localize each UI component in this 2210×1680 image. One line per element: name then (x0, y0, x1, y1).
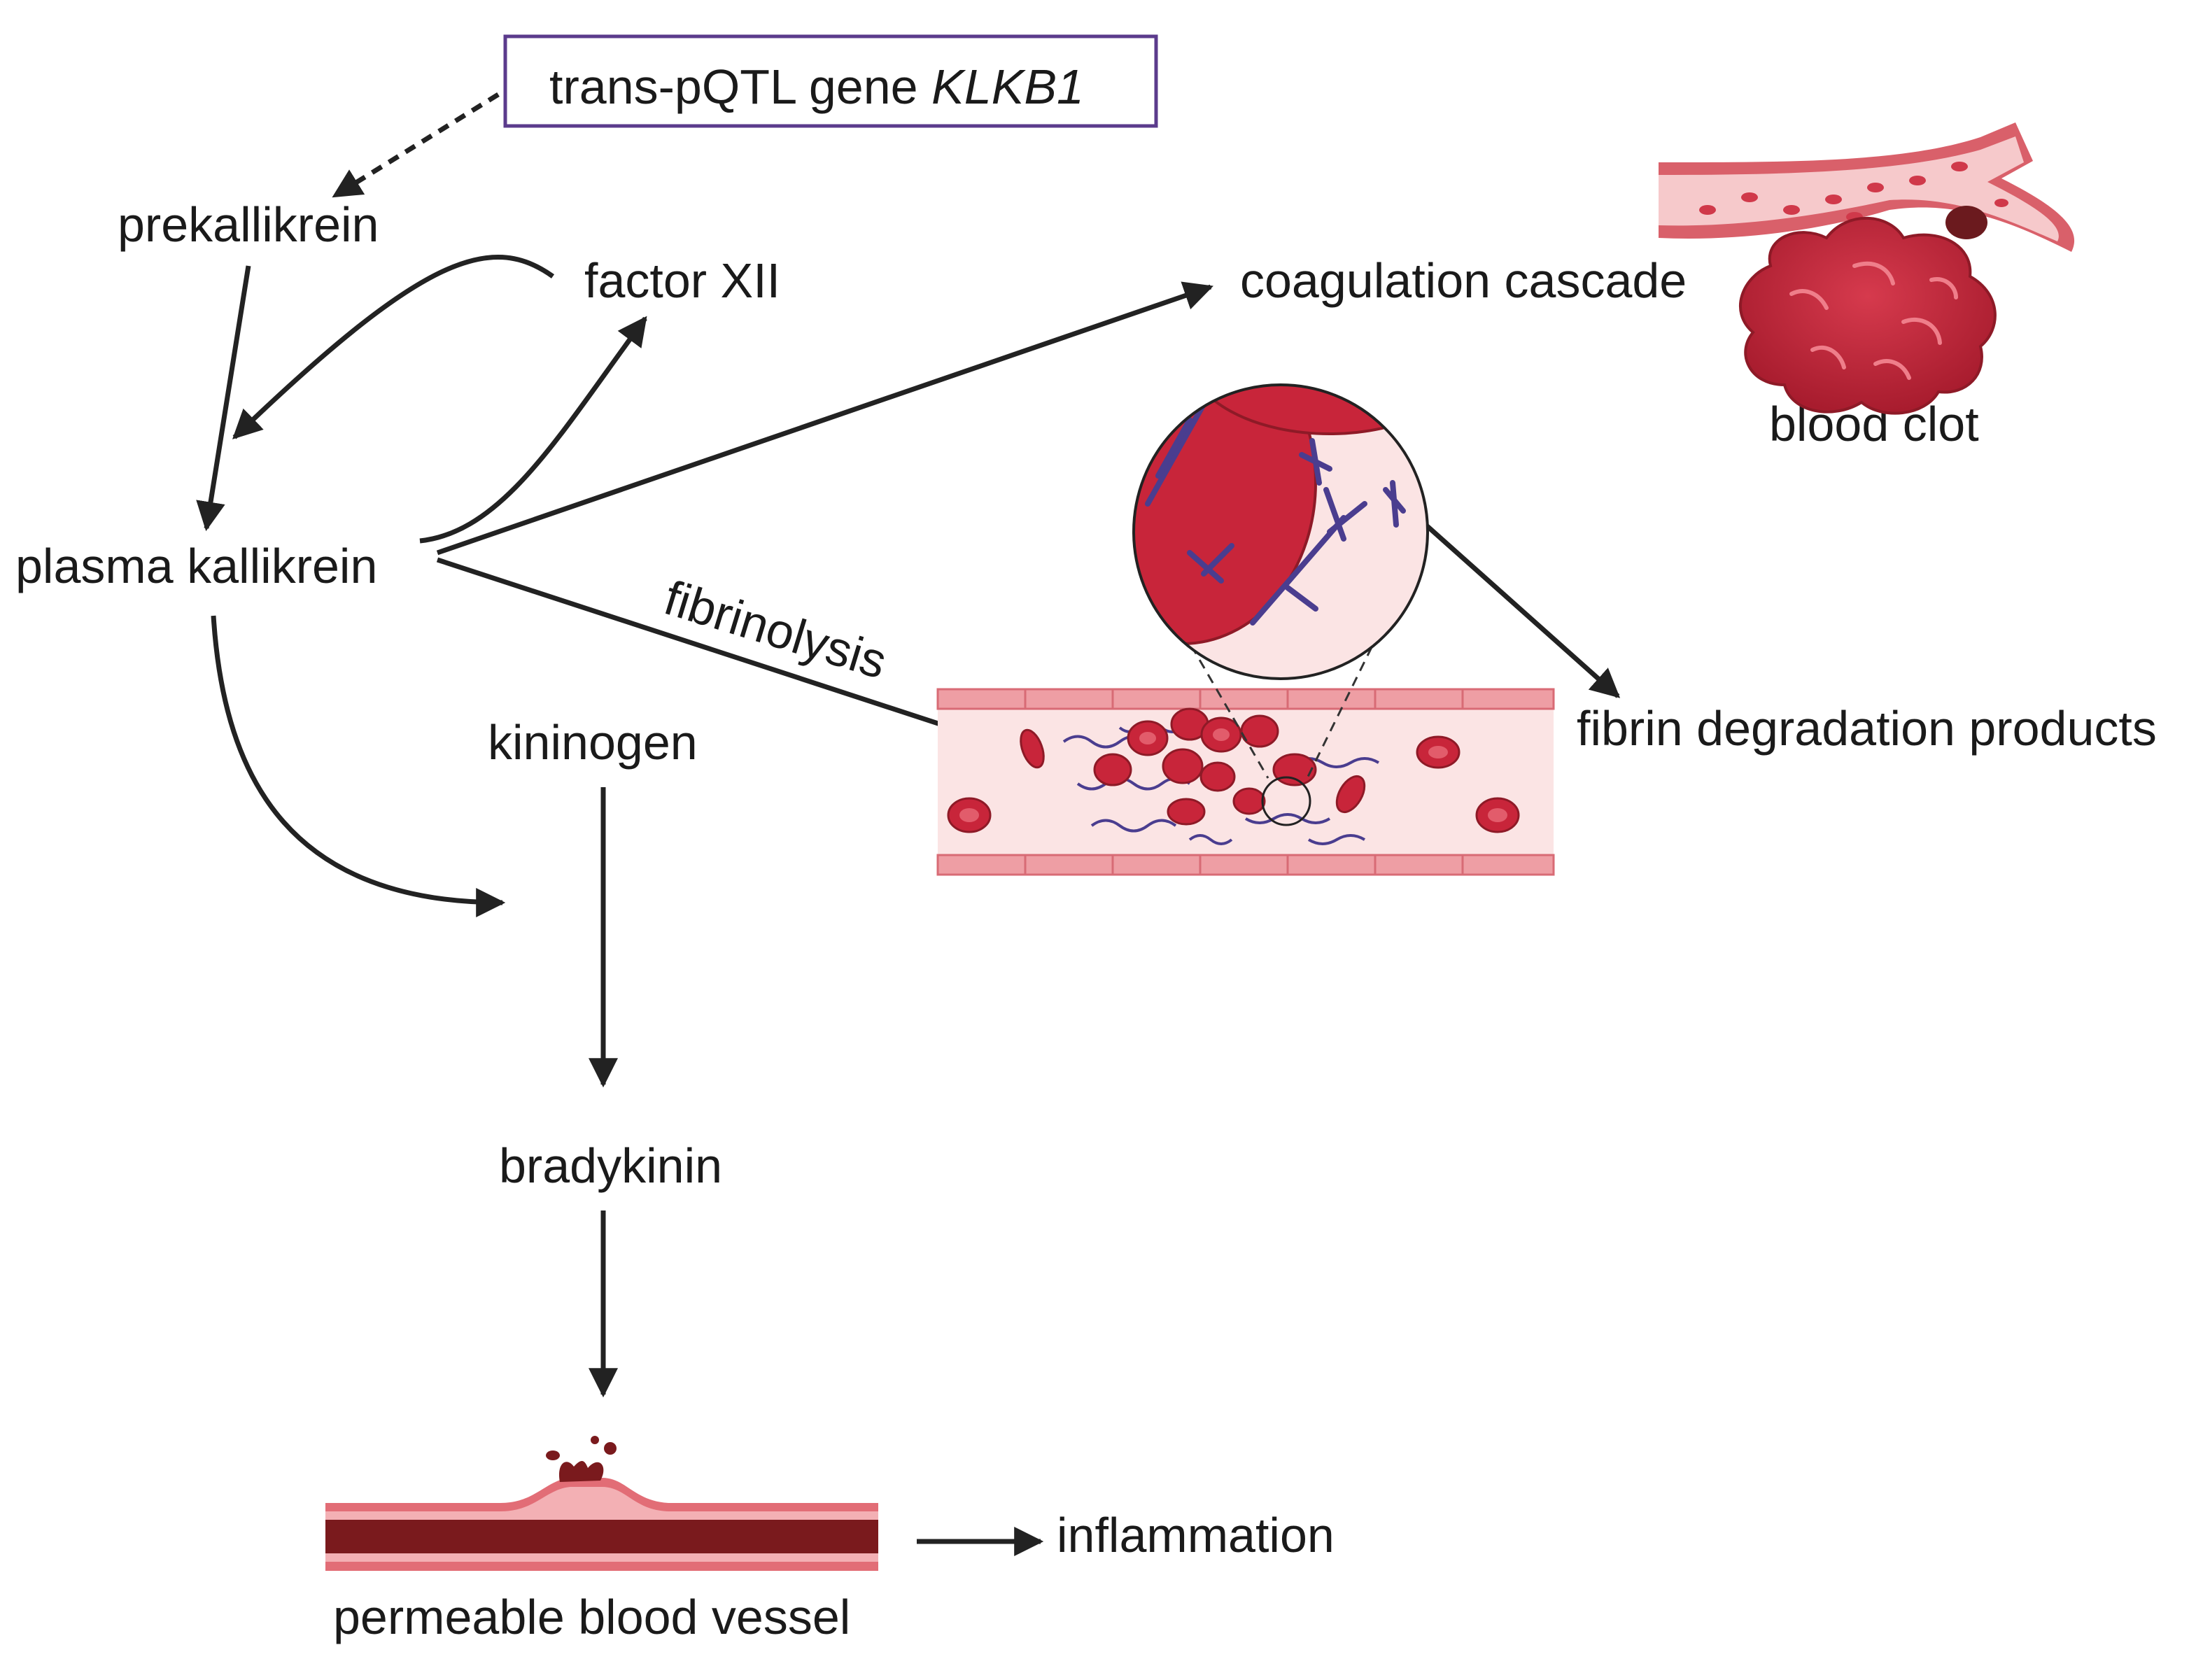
label-plasma-kallikrein: plasma kallikrein (15, 539, 377, 593)
label-factor-xii: factor XII (584, 253, 780, 308)
arrows (196, 92, 1621, 1556)
arrow-gene-to-prekallikrein (332, 92, 500, 198)
label-fibrin-degradation-products: fibrin degradation products (1577, 701, 2157, 756)
arrow-plasma-kallikrein-fibrinolysis (436, 557, 997, 748)
arrow-plasma-kallikrein-to-coagulation (436, 281, 1213, 556)
permeable-vessel-icon (325, 1436, 878, 1571)
blood-clot-icon (1659, 122, 2075, 415)
arrow-factorxii-to-plasma-kallikrein (232, 255, 555, 439)
gene-name: KLKB1 (931, 59, 1084, 114)
vessel-fibrinolysis-icon (936, 688, 1555, 876)
arrow-prekallikrein-to-plasma-kallikrein (196, 265, 251, 532)
gene-box-label: trans-pQTL gene KLKB1 (549, 59, 1084, 114)
fibrin-magnifier-icon (1132, 383, 1429, 680)
arrow-plasma-kallikrein-to-factorxii (419, 316, 647, 544)
label-permeable-blood-vessel: permeable blood vessel (333, 1590, 850, 1644)
label-kininogen: kininogen (488, 715, 698, 770)
arrow-plasma-kallikrein-to-kininogen (211, 615, 506, 917)
gene-box: trans-pQTL gene KLKB1 (503, 34, 1158, 128)
arrow-fibrin-zoom-to-products (1422, 521, 1621, 698)
label-inflammation: inflammation (1057, 1508, 1335, 1562)
label-bradykinin: bradykinin (499, 1138, 722, 1193)
label-coagulation-cascade: coagulation cascade (1240, 253, 1687, 308)
label-prekallikrein: prekallikrein (118, 197, 379, 252)
